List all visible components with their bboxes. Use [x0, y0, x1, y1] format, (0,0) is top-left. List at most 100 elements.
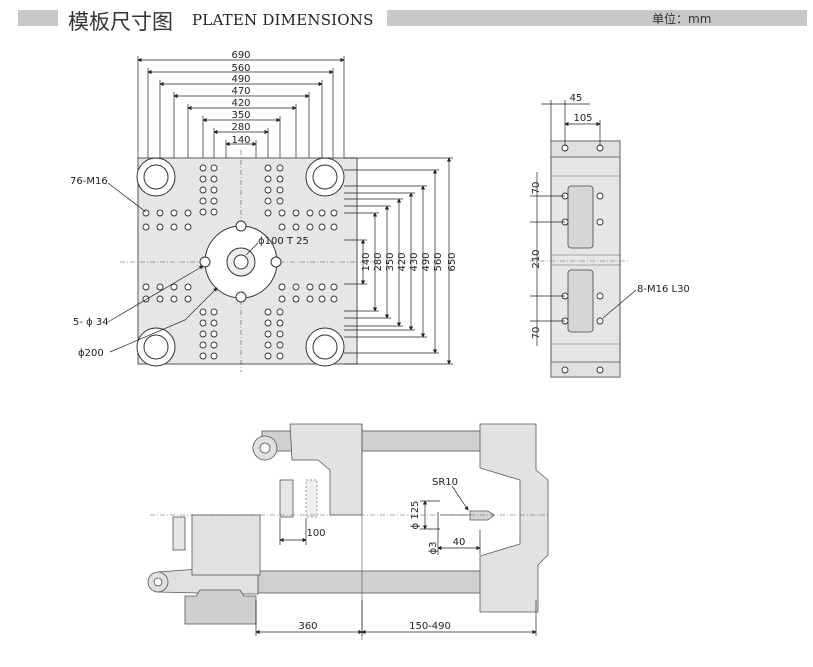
tapped-hole — [264, 164, 272, 172]
tapped-hole — [330, 209, 338, 217]
tapped-hole — [199, 164, 207, 172]
tapped-hole — [278, 223, 286, 231]
tapped-hole — [170, 295, 178, 303]
dim-350: 350 — [231, 110, 250, 121]
tapped-hole — [318, 223, 326, 231]
ejector-rod-dashed — [305, 479, 318, 518]
section-dimensions — [255, 500, 537, 636]
dim-section-phi3: ϕ3 — [428, 542, 439, 555]
center-bore-inner — [233, 254, 249, 270]
tapped-hole — [276, 319, 284, 327]
stationary-platen-section — [479, 423, 549, 613]
tapped-hole — [318, 283, 326, 291]
dim-side-105: 105 — [573, 113, 592, 124]
tapped-hole — [264, 341, 272, 349]
tapped-hole — [210, 341, 218, 349]
callout-side-m16: 8-M16 L30 — [637, 284, 690, 295]
dim-420: 420 — [231, 98, 250, 109]
tapped-hole — [184, 283, 192, 291]
tapped-hole — [276, 308, 284, 316]
tapped-hole — [276, 352, 284, 360]
tapped-hole — [264, 209, 272, 217]
tapped-hole — [306, 223, 314, 231]
dim-v-420: 420 — [397, 252, 408, 271]
dim-690: 690 — [231, 50, 250, 61]
leader-side-holes — [107, 265, 204, 323]
tapped-hole — [184, 295, 192, 303]
tapped-hole — [276, 330, 284, 338]
callout-sr10: SR10 — [432, 477, 458, 488]
tapped-hole — [210, 330, 218, 338]
dim-v-140: 140 — [361, 252, 372, 271]
tapped-hole — [156, 295, 164, 303]
callout-side-holes: 5- ϕ 34 — [73, 317, 109, 328]
tapped-hole — [142, 283, 150, 291]
moving-platen-section — [289, 423, 363, 516]
leader-side-m16 — [602, 289, 637, 319]
tapped-hole — [264, 186, 272, 194]
side-top-dimensions — [541, 100, 601, 146]
dim-section-phi125: ϕ 125 — [410, 501, 421, 530]
tapped-hole — [184, 223, 192, 231]
dim-section-40: 40 — [453, 537, 466, 548]
tapped-hole — [199, 352, 207, 360]
tapped-hole — [278, 295, 286, 303]
dim-v-280: 280 — [373, 252, 384, 271]
front-view: 690 560 490 470 420 350 280 140 140 280 … — [70, 50, 458, 372]
side-view-bottom-flange — [550, 361, 621, 378]
tapped-hole — [292, 209, 300, 217]
tapped-hole — [170, 209, 178, 217]
tapped-hole — [278, 209, 286, 217]
tapped-hole — [276, 341, 284, 349]
tapped-hole — [210, 208, 218, 216]
header-accent-bar — [18, 10, 58, 26]
dim-section-100: 100 — [306, 528, 325, 539]
dim-v-430: 430 — [409, 252, 420, 271]
callout-locating-ring: ϕ200 — [78, 348, 104, 359]
front-right-dimension-labels: 140 280 350 420 430 490 560 650 — [361, 252, 458, 271]
tapped-hole — [210, 352, 218, 360]
leader-tapped-holes — [107, 182, 147, 213]
dim-140: 140 — [231, 135, 250, 146]
tapped-hole — [264, 197, 272, 205]
dim-section-150-490: 150-490 — [409, 621, 451, 632]
dim-v-560: 560 — [433, 252, 444, 271]
side-view-outline — [550, 140, 621, 378]
tapped-hole — [199, 197, 207, 205]
page-title-chinese: 模板尺寸图 — [68, 10, 173, 34]
side-left-dimensions — [530, 172, 565, 346]
tapped-hole — [199, 186, 207, 194]
page-title-english: PLATEN DIMENSIONS — [192, 11, 374, 29]
nozzle — [469, 510, 495, 521]
tapped-hole — [199, 208, 207, 216]
upper-link-pin — [259, 442, 271, 454]
tapped-hole — [156, 209, 164, 217]
tapped-hole — [210, 197, 218, 205]
tapped-hole — [210, 319, 218, 327]
rear-ejector-block — [172, 516, 186, 551]
tapped-hole — [276, 186, 284, 194]
tapped-hole — [292, 283, 300, 291]
side-view-upper-pocket — [567, 185, 594, 249]
callout-center-bore: ϕ100 T 25 — [258, 236, 309, 247]
tapped-hole — [276, 175, 284, 183]
tapped-hole — [170, 283, 178, 291]
tapped-hole — [199, 330, 207, 338]
tapped-hole — [210, 164, 218, 172]
tapped-hole — [330, 223, 338, 231]
tapped-hole — [142, 223, 150, 231]
unit-label: 单位：mm — [652, 12, 712, 26]
tapped-hole — [142, 209, 150, 217]
ejector-plate — [279, 479, 294, 518]
dim-470: 470 — [231, 86, 250, 97]
tapped-hole — [156, 223, 164, 231]
dim-560: 560 — [231, 63, 250, 74]
base-frame — [184, 589, 257, 625]
leader-locating-ring — [109, 287, 218, 353]
tapped-hole — [264, 175, 272, 183]
dim-side-70-bottom: 70 — [531, 327, 542, 340]
tapped-hole — [199, 319, 207, 327]
leader-center-bore — [245, 242, 259, 256]
tapped-hole — [292, 295, 300, 303]
